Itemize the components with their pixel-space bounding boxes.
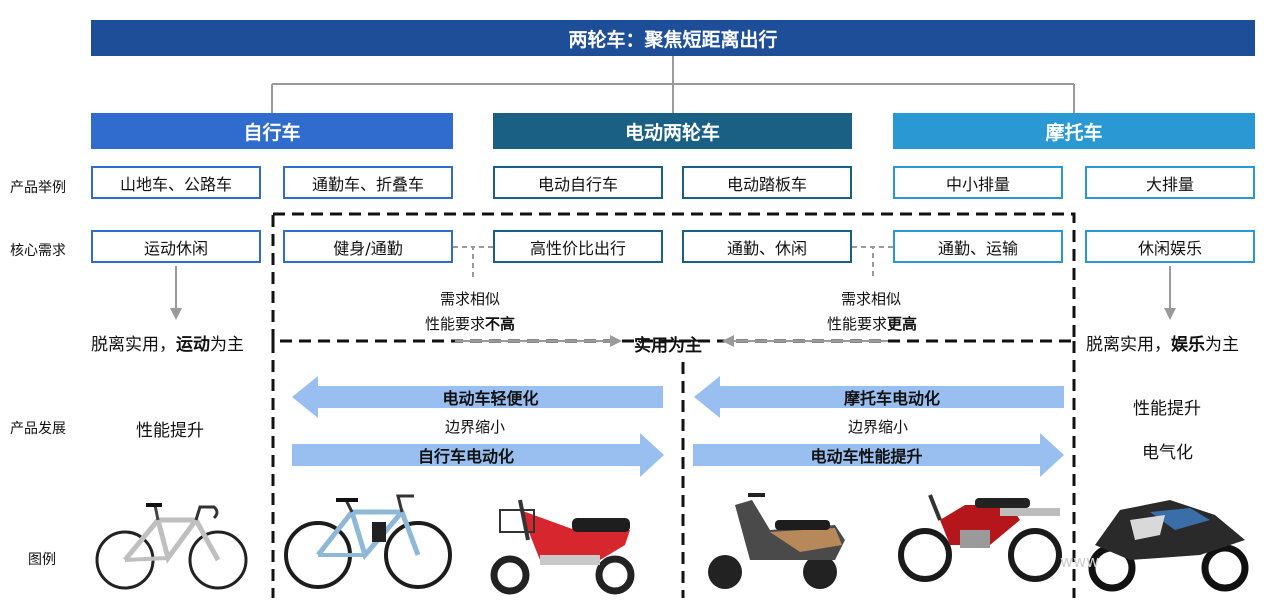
need-box-commute-transport: 通勤、运输 [893,230,1063,263]
example-box-small-displacement: 中小排量 [893,166,1063,199]
category-bicycle: 自行车 [91,113,453,149]
example-box-large-displacement: 大排量 [1085,166,1255,199]
row-label-development: 产品发展 [10,421,66,437]
similar-right-line1: 需求相似 [841,290,902,308]
similar-left-line2: 性能要求不高 [425,315,516,333]
sport-motorcycle-image [1088,500,1249,592]
need-box-sport-leisure: 运动休闲 [91,230,261,263]
arrow-label-moto-electric: 摩托车电动化 [843,389,940,408]
need-box-fitness-commute: 健身/通勤 [283,230,453,263]
center-label-practical: 实用为主 [634,336,702,356]
row-label-needs: 核心需求 [10,243,66,259]
left-development: 性能提升 [136,421,204,441]
road-bike-image [95,503,248,590]
similar-left-line1: 需求相似 [440,290,501,308]
example-box-e-scooter: 电动踏板车 [682,166,852,199]
category-electric-two-wheeler: 电动两轮车 [493,113,852,149]
right-development-performance: 性能提升 [1133,399,1201,419]
need-box-commute-leisure: 通勤、休闲 [682,230,852,263]
category-motorcycle: 摩托车 [893,113,1255,149]
boundary-label-right: 边界缩小 [848,418,909,436]
similar-right-line2: 性能要求更高 [827,315,918,333]
need-box-leisure-entertainment: 休闲娱乐 [1085,230,1255,263]
right-outcome: 脱离实用，娱乐为主 [1086,335,1239,355]
left-outcome: 脱离实用，运动为主 [91,335,244,355]
row-label-images: 图例 [28,552,56,568]
electric-scooter-image [708,493,845,589]
right-development-electrification: 电气化 [1142,443,1193,463]
arrow-label-ebike-light: 电动车轻便化 [442,389,539,408]
row-label-examples: 产品举例 [10,180,66,196]
example-box-e-bicycle: 电动自行车 [493,166,663,199]
motorcycle-image [898,494,1062,582]
arrow-label-ev-performance: 电动车性能提升 [810,447,923,466]
commuter-bike-image [284,494,452,589]
electric-bicycle-image [490,499,635,595]
need-box-cost-effective: 高性价比出行 [493,230,663,263]
watermark: www [1060,552,1100,571]
arrow-label-bike-electric: 自行车电动化 [417,447,514,466]
boundary-label-left: 边界缩小 [445,418,506,436]
diagram-title: 两轮车：聚焦短距离出行 [91,20,1255,56]
example-box-mountain-road: 山地车、公路车 [91,166,261,199]
example-box-commuter-folding: 通勤车、折叠车 [283,166,453,199]
